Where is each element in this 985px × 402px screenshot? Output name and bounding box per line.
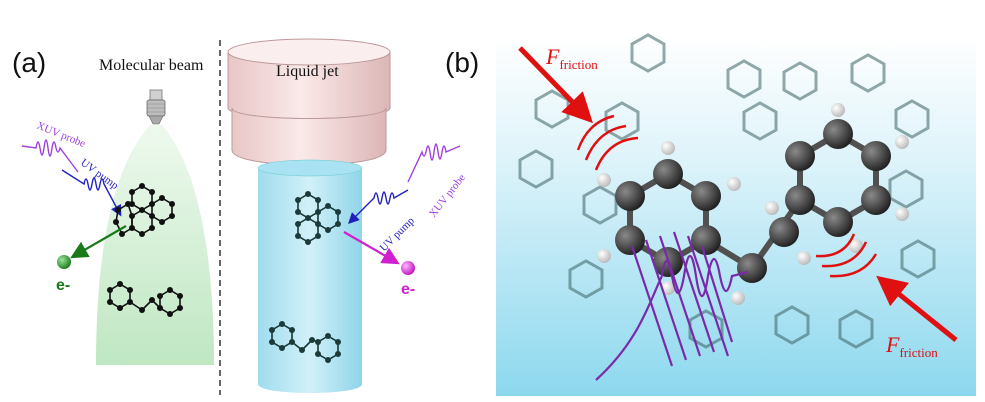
solvent-molecule	[568, 259, 604, 299]
liquid-jet-nozzle	[227, 38, 391, 166]
solvent-molecule	[900, 239, 936, 279]
liquid-jet-column	[258, 168, 362, 393]
panel-b: (b)	[445, 33, 976, 396]
molecular-beam-cone	[96, 125, 214, 365]
panel-a-label: (a)	[12, 47, 46, 78]
electron-icon	[57, 255, 71, 269]
friction-arcs-top	[576, 114, 639, 171]
friction-arcs-bottom	[815, 233, 878, 278]
friction-label-top: Ffriction	[545, 44, 598, 72]
right-electron-path	[343, 231, 400, 265]
panel-a: (a) Molecular beam XUV probe UV pump	[12, 38, 468, 395]
solvent-molecule	[518, 149, 554, 189]
left-electron-path	[70, 225, 127, 259]
friction-bottom-sub: friction	[899, 345, 938, 360]
left-xuv-probe-label: XUV probe	[35, 120, 87, 150]
right-xuv-probe-wave	[407, 143, 461, 183]
molecule-atoms-top	[113, 183, 175, 237]
solvent-molecule	[726, 59, 762, 99]
solvent-molecule	[782, 61, 818, 101]
solvent-molecule	[582, 185, 618, 225]
nozzle-icon	[146, 89, 166, 125]
right-uv-pump-label: UV pump	[378, 215, 418, 255]
solvent-molecule	[630, 33, 666, 73]
left-electron-label: e-	[56, 277, 70, 294]
friction-bottom-main: F	[885, 332, 900, 357]
right-uv-pump-wave	[348, 189, 409, 224]
friction-arrow-icon-bottom	[876, 275, 958, 342]
friction-top-sub: friction	[559, 57, 598, 72]
molecule-atoms-bottom	[107, 281, 183, 317]
electron-icon-right	[401, 261, 415, 275]
wave-packet-icon	[595, 231, 749, 381]
solvent-molecule	[604, 101, 640, 141]
solvent-molecule	[894, 99, 930, 139]
left-uv-pump-wave	[61, 169, 122, 217]
molecule-atoms-jet	[295, 191, 341, 245]
panel-b-label: (b)	[445, 47, 479, 78]
molecule-atoms-jet-ground	[269, 321, 341, 363]
liquid-jet-label: Liquid jet	[276, 63, 339, 80]
right-xuv-probe-label: XUV probe	[427, 172, 468, 220]
central-hydrogen-atoms	[597, 103, 909, 305]
right-electron-label: e-	[401, 281, 415, 298]
solvent-molecule	[742, 101, 778, 141]
friction-label-bottom: Ffriction	[885, 332, 938, 360]
left-xuv-probe-wave	[21, 139, 79, 173]
solvent-molecule	[850, 53, 886, 93]
central-molecule	[597, 103, 909, 305]
friction-arrow-icon	[518, 46, 593, 124]
molecular-beam-label: Molecular beam	[99, 57, 204, 74]
friction-top-main: F	[545, 44, 560, 69]
solvent-molecule	[774, 305, 810, 345]
solvent-molecule	[838, 309, 874, 349]
